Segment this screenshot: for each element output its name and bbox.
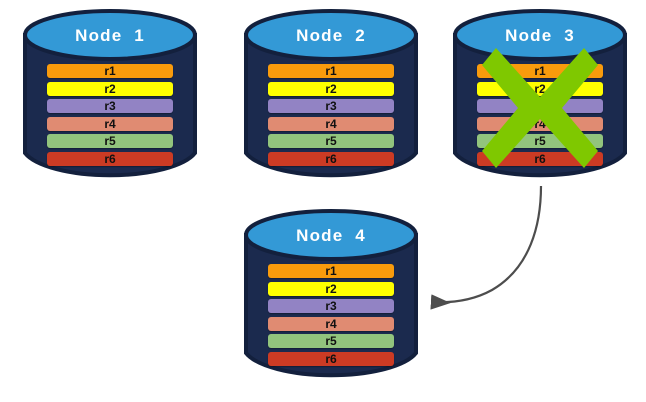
- node-4-records: r1 r2 r3 r4 r5 r6: [243, 264, 419, 374]
- record-bar-r3: r3: [268, 299, 394, 313]
- record-bar-r6: r6: [268, 151, 394, 166]
- node-1-records: r1 r2 r3 r4 r5 r6: [22, 64, 198, 174]
- record-bar-r3: r3: [268, 99, 394, 113]
- record-bar-r4: r4: [268, 316, 394, 331]
- node-2-records: r1 r2 r3 r4 r5 r6: [243, 64, 419, 174]
- record-bar-r6: r6: [268, 351, 394, 366]
- record-bar-r4: r4: [47, 116, 173, 131]
- record-bar-r1: r1: [268, 64, 394, 78]
- failure-cross-icon: [482, 48, 598, 168]
- record-bar-r5: r5: [268, 334, 394, 348]
- record-bar-r1: r1: [47, 64, 173, 78]
- record-bar-r3: r3: [47, 99, 173, 113]
- record-bar-r4: r4: [268, 116, 394, 131]
- replication-arrow-icon: [430, 185, 543, 310]
- record-bar-r6: r6: [47, 151, 173, 166]
- record-bar-r6: r6: [477, 151, 603, 166]
- record-bar-r5: r5: [47, 134, 173, 148]
- record-bar-r2: r2: [268, 281, 394, 296]
- record-bar-r2: r2: [268, 81, 394, 96]
- record-bar-r2: r2: [47, 81, 173, 96]
- record-bar-r1: r1: [268, 264, 394, 278]
- record-bar-r5: r5: [268, 134, 394, 148]
